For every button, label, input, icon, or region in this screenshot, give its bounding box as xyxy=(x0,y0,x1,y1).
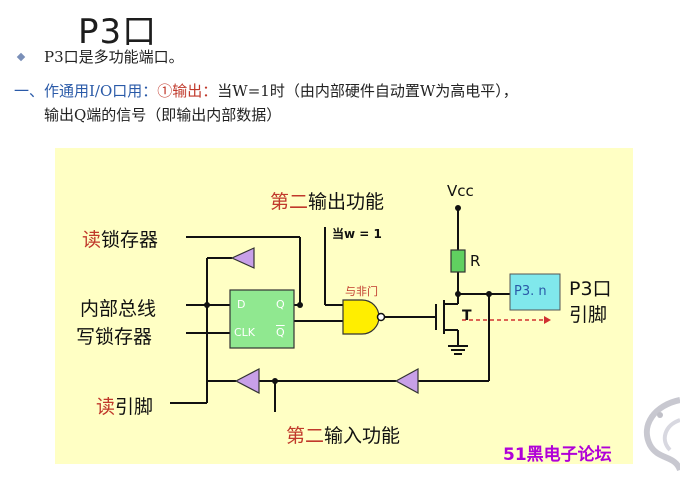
line-2-prefix: 一、作通用I/O口用： xyxy=(14,82,158,100)
label-second-output: 第二输出功能 xyxy=(270,191,385,213)
label-second-input: 第二输入功能 xyxy=(286,425,401,447)
label-read-pin: 读引脚 xyxy=(96,396,154,418)
read-latch-buffer xyxy=(230,247,255,269)
latch-box xyxy=(229,289,295,349)
read-pin-buffer xyxy=(234,368,260,394)
line-2-rest: 当W=1时（由内部硬件自动置W为高电平）， xyxy=(217,82,518,100)
line-2: 一、作通用I/O口用：①输出：当W=1时（由内部硬件自动置W为高电平）， xyxy=(14,80,518,101)
line-2-mode: ①输出： xyxy=(157,82,218,100)
latch-q: Q xyxy=(276,298,285,311)
input-buffer xyxy=(394,367,419,395)
label-resistor: R xyxy=(470,252,481,270)
label-vcc: Vcc xyxy=(447,182,474,200)
line-3: 输出Q端的信号（即输出内部数据） xyxy=(44,106,282,124)
label-gate: 与非门 xyxy=(345,285,378,298)
latch-clk: CLK xyxy=(234,326,256,339)
label-read-latch: 读锁存器 xyxy=(82,229,159,251)
label-pin-2: 引脚 xyxy=(569,304,608,326)
bullet-text: P3口是多功能端口。 xyxy=(44,48,184,66)
page-title: P3口 xyxy=(78,12,158,52)
nand-gate xyxy=(342,299,380,335)
label-pin-1: P3口 xyxy=(569,278,612,300)
label-internal-bus: 内部总线 xyxy=(80,298,157,320)
watermark: 51黑电子论坛 xyxy=(503,445,612,465)
latch-d: D xyxy=(237,298,246,311)
label-port-box: P3. n xyxy=(514,284,547,299)
latch-qbar: Q xyxy=(276,326,285,339)
dragon-watermark-icon xyxy=(643,397,680,472)
label-condition: 当w = 1 xyxy=(332,227,382,241)
label-transistor: T xyxy=(462,308,472,324)
resistor xyxy=(450,249,466,273)
label-write-latch: 写锁存器 xyxy=(76,326,153,348)
port-box xyxy=(509,273,561,311)
